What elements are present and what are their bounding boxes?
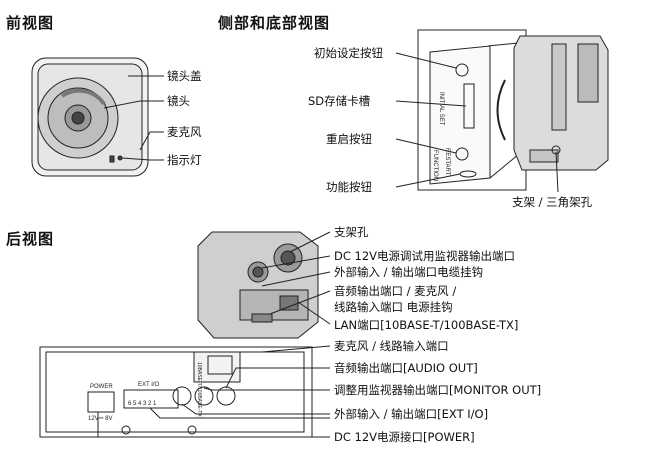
label-bracket-hole: 支架孔 [334, 225, 369, 239]
function-marking: FUNCTION [432, 150, 438, 181]
label-monitor-out: 调整用监视器输出端口[MONITOR OUT] [334, 383, 542, 397]
ext-io-marking: EXT I/O [138, 382, 160, 388]
power-rating-marking: 12V⎓ 8V [88, 416, 112, 422]
label-restart-button: 重启按钮 [326, 132, 372, 146]
label-microphone: 麦克风 [167, 125, 202, 139]
label-lan-port: LAN端口[10BASE-T/100BASE-TX] [334, 318, 519, 332]
label-mic-line-input: 麦克风 / 线路输入端口 [334, 339, 449, 353]
label-bracket-tripod-hole: 支架 / 三角架孔 [512, 195, 593, 209]
label-ext-io: 外部输入 / 输出端口[EXT I/O] [334, 407, 489, 421]
label-sd-card-slot: SD存储卡槽 [308, 94, 371, 108]
label-lens: 镜头 [167, 94, 190, 108]
power-marking: POWER [90, 384, 113, 390]
label-dc12v-monitor-out: DC 12V电源调试用监视器输出端口 [334, 249, 516, 263]
rear-panel-illustration [39, 346, 313, 438]
label-audio-out: 音频输出端口[AUDIO OUT] [334, 361, 478, 375]
initial-set-marking: INITIAL SET [438, 92, 444, 126]
label-audio-mic-line-1: 音频输出端口 / 麦克风 / [334, 284, 457, 298]
section-title-side-bottom: 侧部和底部视图 [218, 14, 331, 32]
label-initial-set-button: 初始设定按钮 [314, 46, 383, 60]
label-dc12v-power: DC 12V电源接口[POWER] [334, 430, 475, 444]
lan-marking: 10BASE-T/100BASE-TX [196, 362, 202, 417]
front-camera-illustration [31, 57, 149, 177]
rear-camera-illustration [197, 231, 319, 339]
label-function-button: 功能按钮 [326, 180, 372, 194]
side-camera-illustration [496, 35, 609, 171]
section-title-front: 前视图 [6, 14, 55, 32]
ext-io-pins-marking: 6 5 4 3 2 1 [128, 401, 157, 407]
label-lens-cover: 镜头盖 [167, 69, 202, 83]
label-indicator: 指示灯 [167, 153, 202, 167]
label-ext-io-cable-hook: 外部输入 / 输出端口电缆挂钩 [334, 265, 484, 279]
restart-marking: RESTART [444, 148, 450, 176]
label-audio-mic-line-2: 线路输入端口 电源挂钩 [334, 300, 453, 314]
section-title-rear: 后视图 [6, 230, 55, 248]
